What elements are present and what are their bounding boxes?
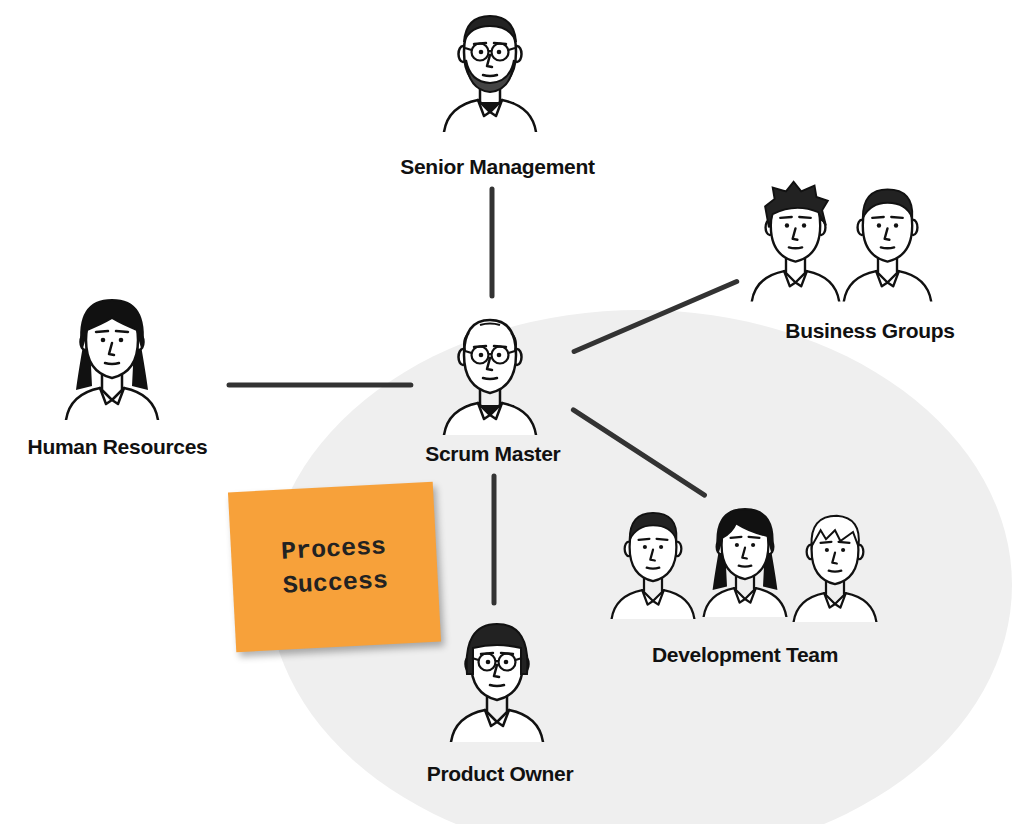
person-figure — [704, 509, 787, 617]
role-label: Business Groups — [785, 318, 954, 344]
person-node: Scrum Master — [420, 305, 566, 467]
role-label: Scrum Master — [425, 441, 560, 467]
sticky-note: Process Success — [228, 482, 441, 653]
person-figure — [66, 300, 158, 420]
role-label: Development Team — [652, 642, 838, 668]
person-figure — [752, 182, 839, 302]
role-label: Senior Management — [400, 154, 594, 180]
person-figure — [444, 16, 536, 132]
person-figure — [844, 189, 931, 301]
connector-line — [229, 383, 411, 388]
connector-line — [573, 410, 704, 495]
person-figure — [794, 516, 877, 622]
person-node: Business Groups — [745, 172, 995, 344]
person-figure — [451, 624, 543, 742]
connector-line — [490, 189, 495, 296]
connector-line — [492, 476, 497, 603]
person-node: Product Owner — [420, 612, 580, 787]
role-label: Human Resources — [28, 434, 208, 460]
person-node: Senior Management — [385, 0, 610, 180]
person-figure — [444, 320, 536, 435]
role-label: Product Owner — [427, 761, 574, 787]
person-node: Human Resources — [15, 290, 220, 460]
person-figure — [612, 513, 695, 619]
person-node: Development Team — [600, 500, 890, 668]
note-text: Process Success — [240, 528, 428, 606]
connector-line — [574, 282, 737, 352]
